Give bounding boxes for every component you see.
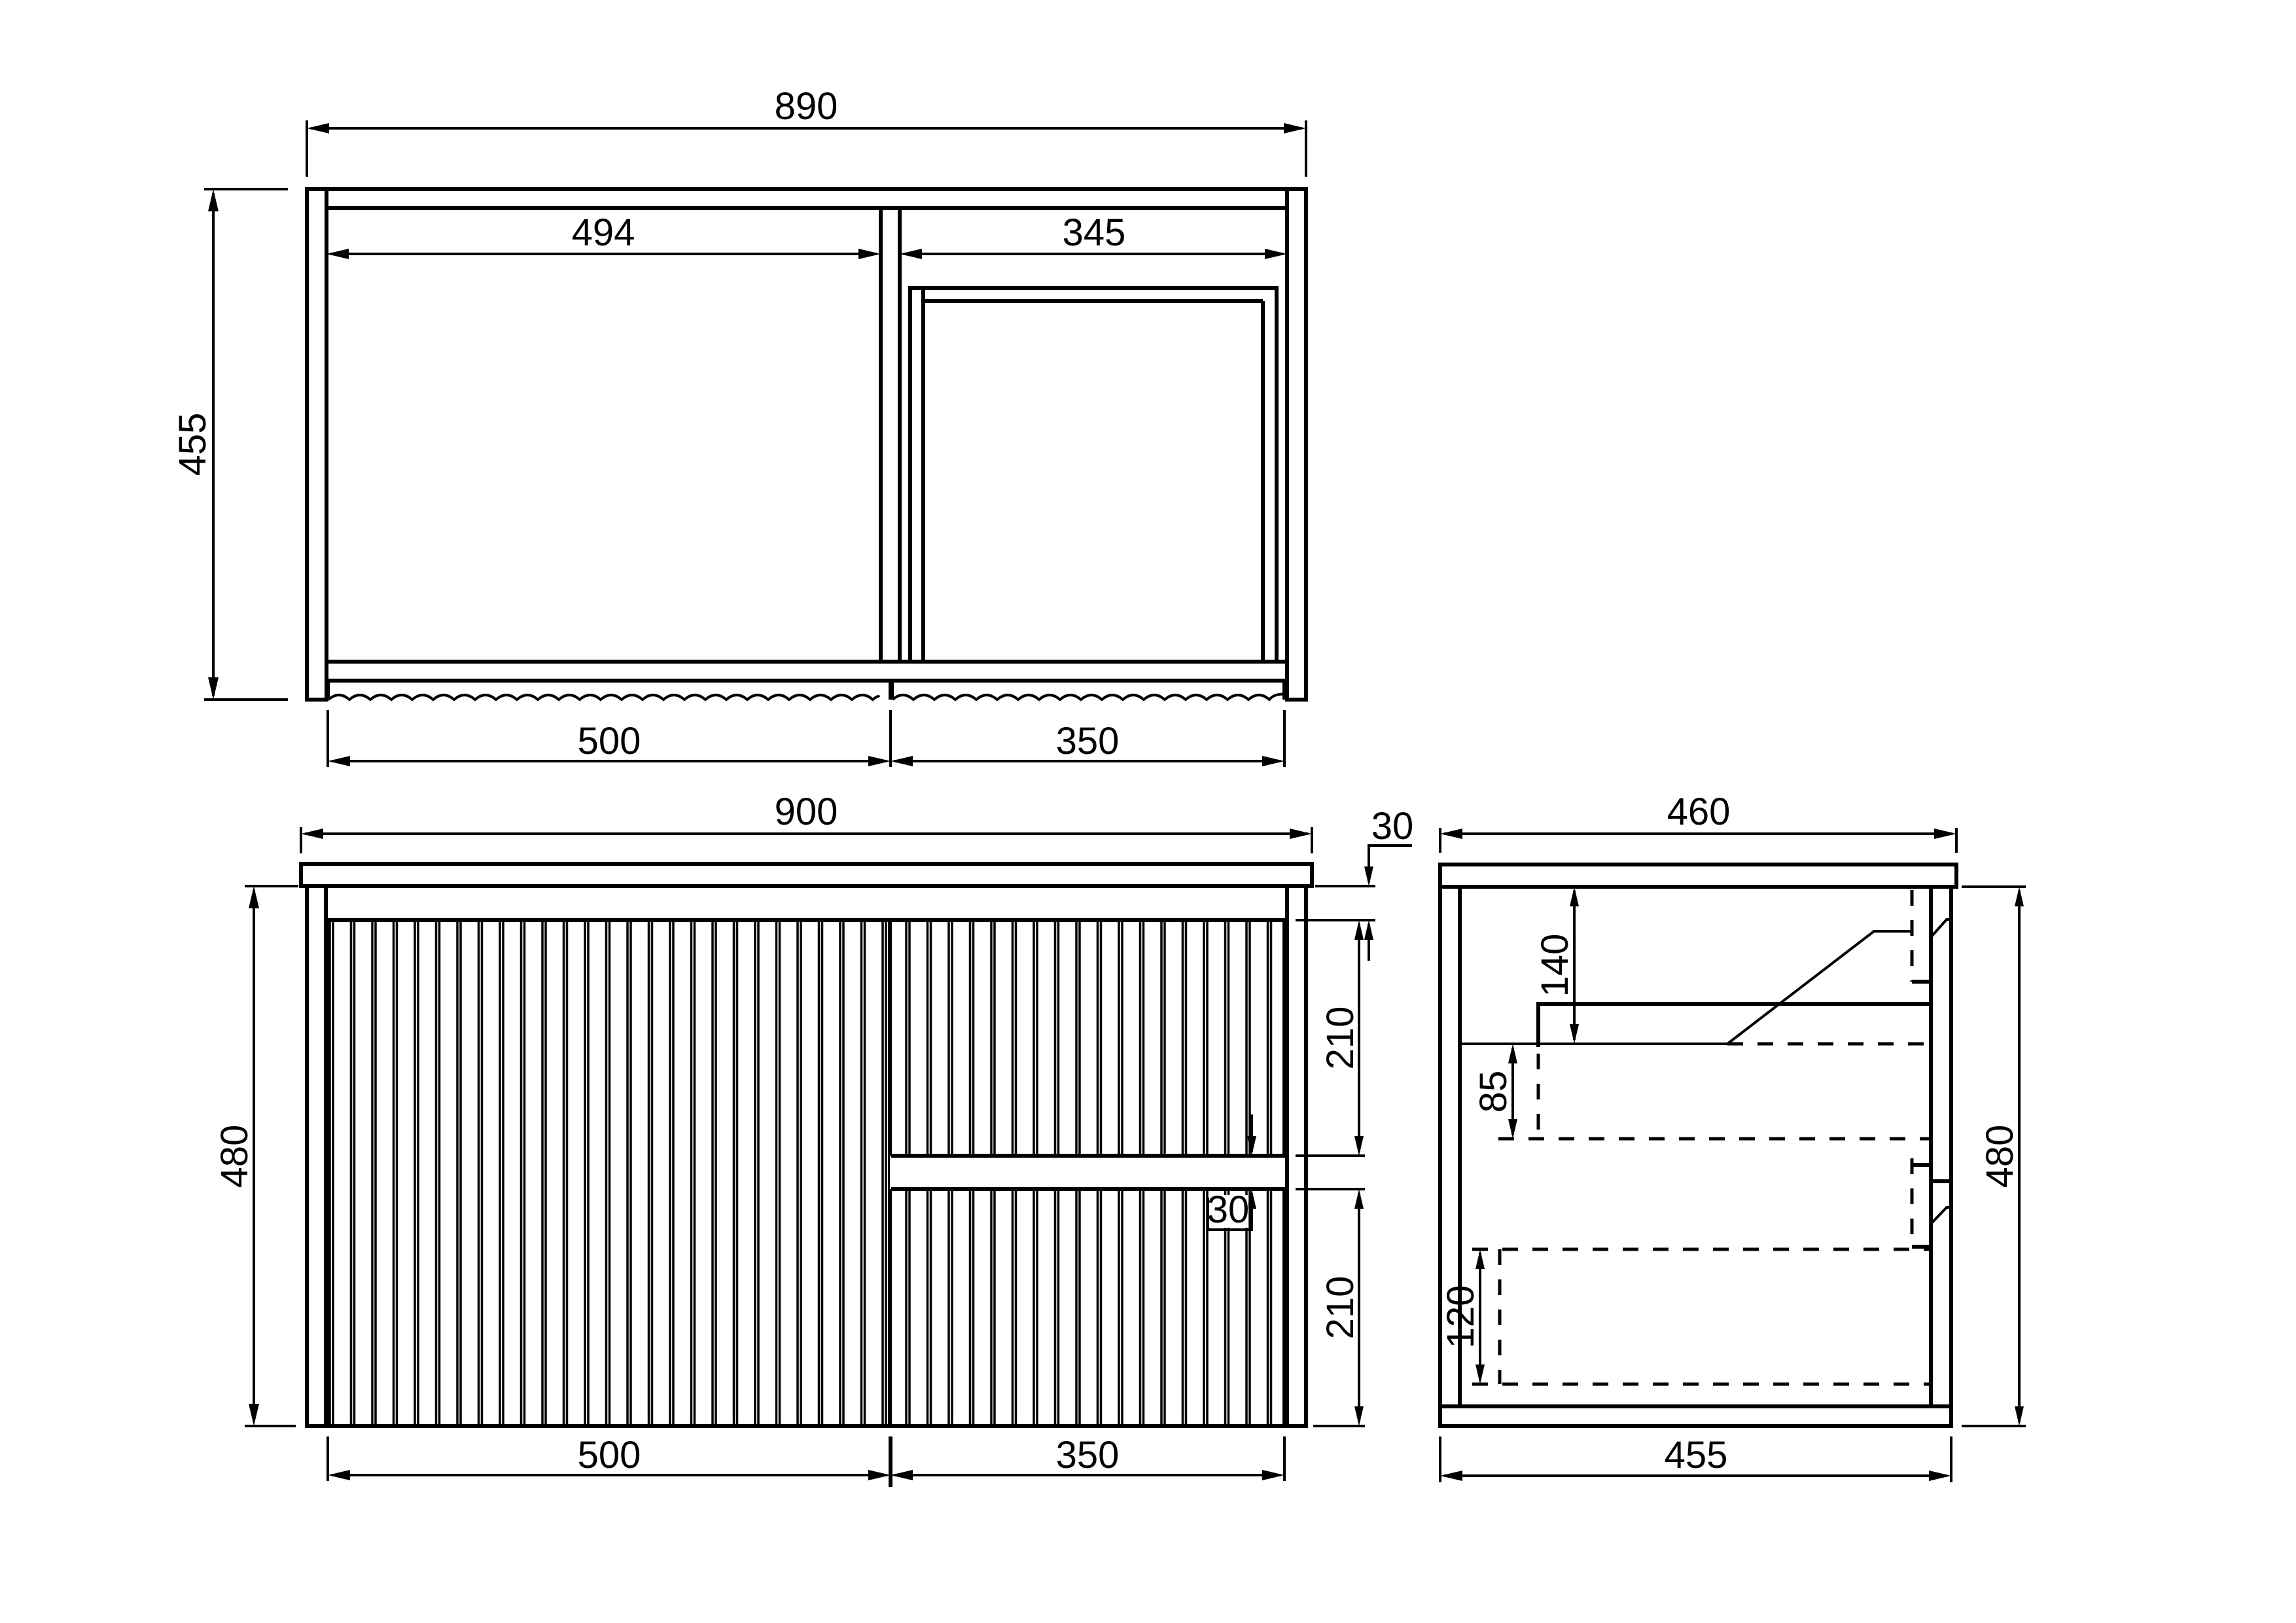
dim-460: 460 [1439, 791, 1958, 853]
lower-fluted-drawer [888, 1187, 1286, 1428]
dim-label: 210 [1319, 1007, 1362, 1070]
bottom-panel [1438, 1404, 1953, 1428]
dim-455-depth: 455 [171, 188, 288, 701]
dim-210-upper: 210 [1296, 920, 1365, 1157]
front-view: 900 480 [213, 791, 1413, 1487]
dim-label: 455 [171, 413, 214, 476]
dim-label: 500 [578, 1434, 641, 1476]
carcass-plan [305, 187, 1308, 702]
dim-label: 460 [1667, 791, 1731, 833]
dim-494: 494 [327, 211, 881, 259]
dim-label: 890 [775, 85, 838, 128]
dim-480-side: 480 [1962, 885, 2026, 1427]
basin-leader [1726, 930, 1912, 1045]
dim-345: 345 [900, 211, 1287, 259]
dim-doors-front: 500 350 [327, 1434, 1286, 1487]
countertop-front [299, 862, 1314, 888]
dim-900: 900 [300, 791, 1313, 853]
dim-label: 900 [775, 791, 838, 833]
countertop-side [1438, 863, 1958, 889]
dim-label: 30 [1207, 1188, 1250, 1231]
dim-480-front: 480 [213, 885, 298, 1427]
dim-label: 210 [1319, 1276, 1362, 1340]
dim-210-lower: 210 [1296, 1188, 1365, 1427]
top-view: 890 455 [171, 85, 1308, 767]
left-side-panel [305, 884, 328, 1428]
hinge-upper [1930, 918, 1951, 938]
dim-label: 140 [1534, 934, 1576, 997]
dim-label: 345 [1063, 211, 1126, 254]
dim-455-side: 455 [1439, 1434, 1952, 1482]
dim-140: 140 [1534, 887, 1579, 1044]
dim-label: 480 [213, 1125, 256, 1188]
dim-label: 85 [1472, 1071, 1515, 1113]
dim-label: 30 [1371, 805, 1414, 847]
dim-label: 350 [1056, 1434, 1120, 1476]
dim-label: 494 [572, 211, 635, 254]
dim-890: 890 [306, 85, 1307, 177]
left-fluted-door [326, 918, 892, 1428]
dim-label: 350 [1056, 720, 1120, 762]
dim-doors-plan: 500 350 [327, 710, 1286, 767]
lower-drawer-box [1472, 1247, 1933, 1386]
dim-30-gap: 30 [890, 1115, 1284, 1231]
upper-drawer-box [1498, 1002, 1931, 1141]
dim-30-top: 30 [1296, 805, 1413, 961]
hinge-lower [1930, 1206, 1951, 1225]
dim-120: 120 [1439, 1249, 1485, 1384]
side-view: 460 [1438, 791, 2026, 1482]
dim-85: 85 [1472, 1044, 1517, 1139]
dim-label: 120 [1439, 1285, 1482, 1349]
upper-fluted-drawer [888, 918, 1286, 1158]
dim-label: 480 [1979, 1125, 2021, 1188]
dim-label: 500 [578, 720, 641, 762]
fluted-door-edge [327, 681, 1288, 702]
dim-label: 455 [1665, 1434, 1728, 1476]
